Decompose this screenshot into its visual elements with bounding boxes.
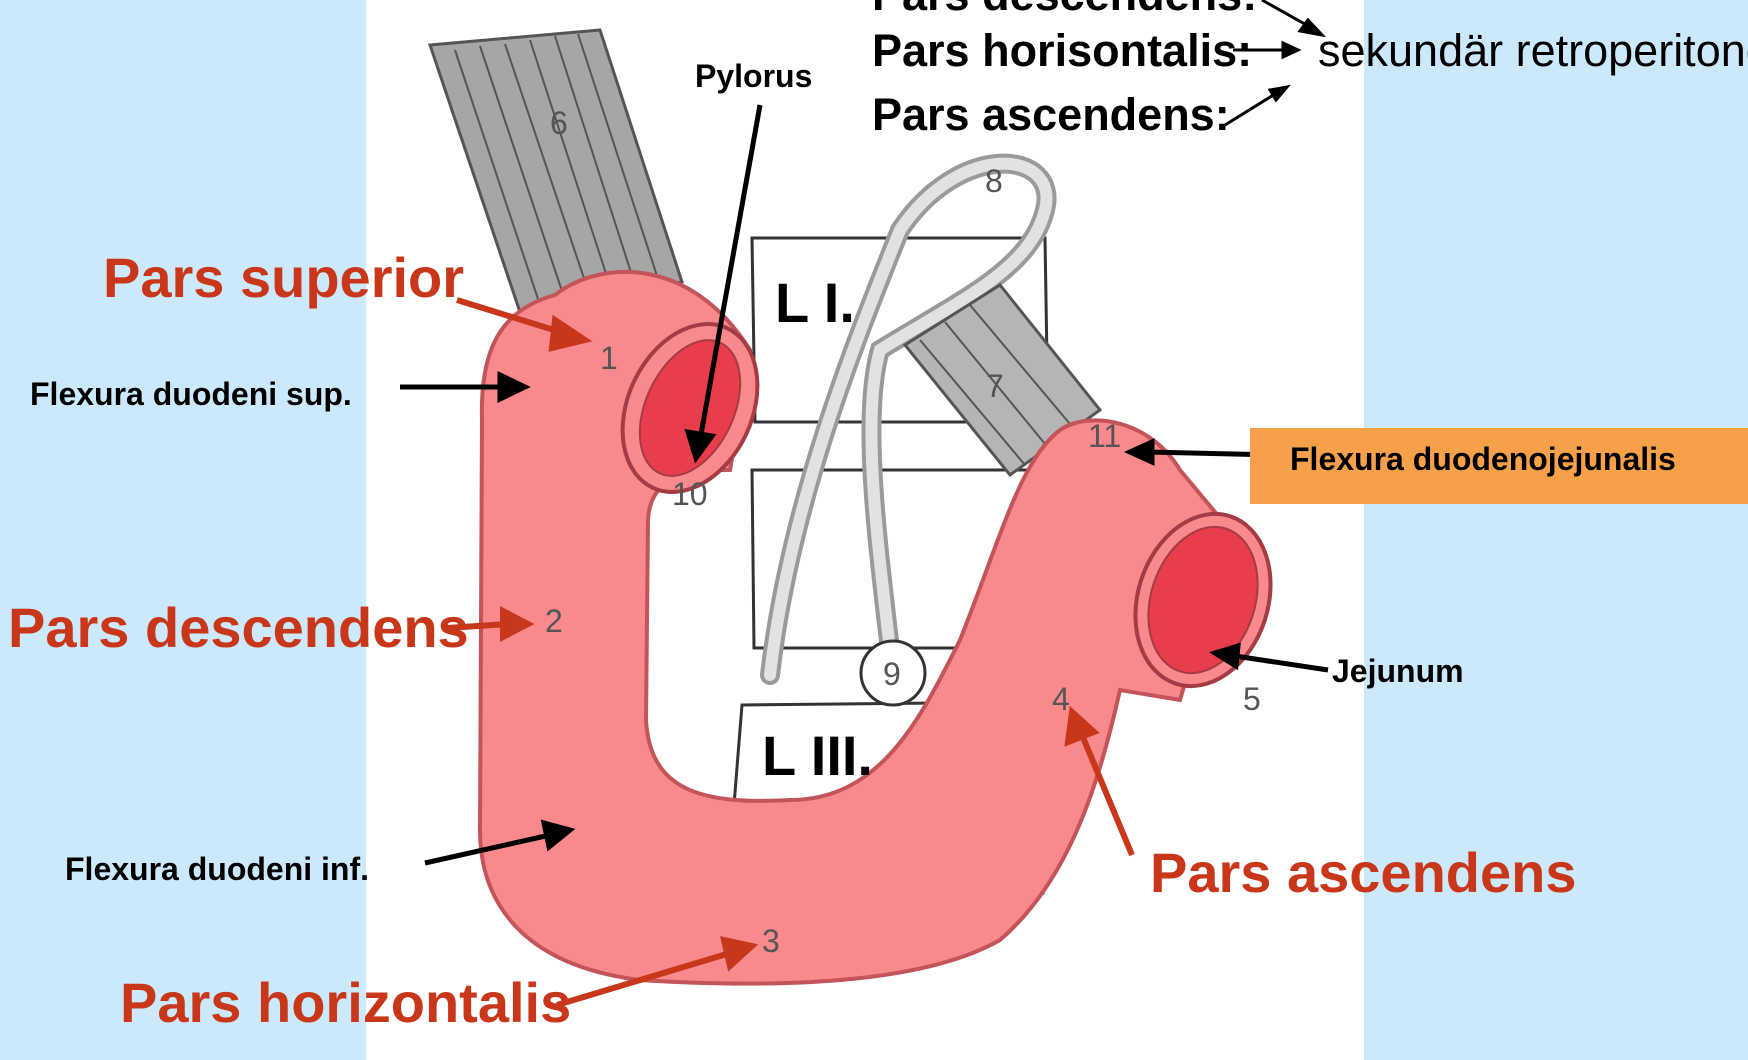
header-line2: Pars horisontalis: [872, 28, 1252, 73]
header-line1: Pars descendens: [872, 0, 1257, 17]
marker-11: 11 [1088, 420, 1121, 452]
marker-1: 1 [600, 342, 618, 374]
header-target: sekundär retroperitoneal [1318, 28, 1748, 73]
marker-6: 6 [550, 107, 568, 139]
label-pylorus: Pylorus [695, 60, 812, 92]
label-flexura-sup: Flexura duodeni sup. [30, 378, 352, 410]
label-jejunum: Jejunum [1332, 655, 1464, 687]
label-pars-horizontalis: Pars horizontalis [120, 975, 571, 1031]
marker-10: 10 [672, 478, 708, 510]
header-line3: Pars ascendens: [872, 92, 1230, 137]
label-pars-ascendens: Pars ascendens [1150, 845, 1576, 901]
vertebra-label-l3: L III. [762, 728, 873, 784]
marker-3: 3 [762, 925, 780, 957]
marker-4: 4 [1052, 683, 1070, 715]
marker-2: 2 [545, 605, 563, 637]
label-pars-superior: Pars superior [103, 250, 464, 306]
label-flexura-dj: Flexura duodenojejunalis [1290, 443, 1676, 475]
marker-5: 5 [1243, 683, 1261, 715]
vertebra-label-l1: L I. [775, 275, 855, 331]
marker-7: 7 [986, 370, 1004, 402]
marker-8: 8 [985, 165, 1003, 197]
label-pars-descendens: Pars descendens [8, 600, 469, 656]
marker-9: 9 [883, 658, 901, 690]
label-flexura-inf: Flexura duodeni inf. [65, 853, 369, 885]
